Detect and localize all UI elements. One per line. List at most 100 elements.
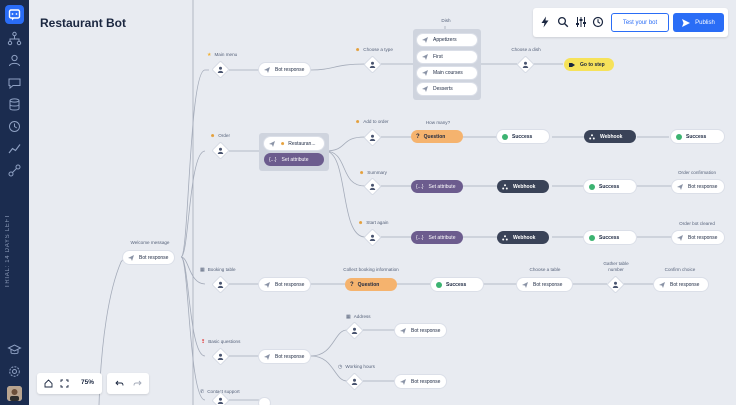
header-main-menu: ★Main menu	[207, 52, 238, 58]
check-icon	[676, 133, 682, 140]
flow-hub-working-hours[interactable]	[345, 372, 364, 391]
user-icon	[217, 353, 224, 360]
flow-canvas[interactable]	[29, 0, 736, 405]
flow-hub-start-again[interactable]	[363, 228, 382, 247]
flow-hub-choose-dish[interactable]	[516, 55, 535, 74]
logo-icon[interactable]	[5, 5, 24, 24]
send-icon	[677, 183, 683, 190]
webhook-icon	[502, 183, 508, 189]
send-icon	[422, 70, 428, 76]
send-icon	[400, 327, 406, 334]
send-icon	[422, 86, 428, 92]
flow-hub-basic-questions[interactable]	[211, 347, 230, 366]
bot-response-order-cleared[interactable]: Bot response	[672, 231, 724, 244]
flow-hub-booking-table[interactable]	[211, 275, 230, 294]
redo-icon[interactable]	[133, 379, 142, 388]
question-icon: ?	[350, 281, 354, 288]
flow-hub-contact-support[interactable]	[211, 391, 230, 405]
integrations-icon[interactable]	[7, 163, 22, 178]
flow-hub-choose-type[interactable]	[363, 55, 382, 74]
analytics-icon[interactable]	[7, 141, 22, 156]
history-icon[interactable]	[7, 119, 22, 134]
set-attribute-order[interactable]: {...}Set attribute	[264, 153, 324, 166]
dish-option-first[interactable]: First	[417, 51, 477, 63]
success-summary[interactable]: Success	[584, 180, 636, 193]
bot-response-welcome[interactable]: Bot response	[123, 251, 175, 264]
flow-icon[interactable]	[7, 31, 22, 46]
question-how-many[interactable]: ?Question	[411, 130, 463, 143]
users-icon[interactable]	[7, 53, 22, 68]
settings-icon[interactable]	[7, 364, 22, 379]
flow-hub-order[interactable]	[211, 141, 230, 160]
set-attribute-start-again[interactable]: {...}Set attribute	[411, 231, 463, 244]
chat-icon[interactable]	[7, 75, 22, 90]
dish-option-main-courses[interactable]: Main courses	[417, 67, 477, 79]
bot-response-confirm-choice[interactable]: Bot response	[654, 278, 708, 291]
send-icon	[264, 281, 270, 288]
dish-option-desserts[interactable]: Desserts	[417, 83, 477, 95]
top-toolbar: Test your bot Publish	[533, 8, 728, 37]
bot-response-choose-table[interactable]: Bot response	[517, 278, 572, 291]
header-choose-type: ☻Choose a type	[355, 47, 393, 53]
bot-response-contact-support[interactable]	[259, 398, 270, 405]
zoom-level[interactable]: 75%	[81, 379, 95, 386]
header-add-to-order: ☻Add to order	[355, 119, 389, 125]
test-bot-button[interactable]: Test your bot	[611, 13, 669, 32]
webhook-start-again[interactable]: Webhook	[497, 231, 549, 244]
lightning-icon[interactable]	[539, 16, 551, 28]
user-icon	[351, 327, 358, 334]
user-icon	[369, 61, 376, 68]
header-contact-support: ✆Contact support	[200, 389, 240, 395]
success-start-again[interactable]: Success	[584, 231, 636, 244]
user-icon	[217, 397, 224, 404]
header-how-many: How many?	[425, 120, 451, 125]
bot-response-restaurant[interactable]: ☻Restauran...	[264, 137, 324, 150]
header-order: ☻Order	[210, 133, 231, 139]
user-icon	[522, 61, 529, 68]
webhook-add-to-order[interactable]: Webhook	[584, 130, 636, 143]
flow-hub-main-menu[interactable]	[211, 60, 230, 79]
home-icon[interactable]	[44, 379, 53, 388]
flow-hub-add-to-order[interactable]	[363, 128, 382, 147]
bot-response-booking[interactable]: Bot response	[259, 278, 311, 291]
header-working-hours: ◷Working hours	[338, 364, 375, 370]
check-icon	[589, 183, 595, 190]
header-welcome-message: Welcome message	[130, 240, 170, 245]
send-icon	[659, 281, 665, 288]
success-webhook[interactable]: Success	[671, 130, 724, 143]
header-gather-table-number: Gather table number	[603, 261, 629, 272]
publish-button[interactable]: Publish	[673, 13, 724, 32]
bot-response-basic-questions[interactable]: Bot response	[259, 350, 311, 363]
flow-hub-gather-table-number[interactable]	[606, 275, 625, 294]
sliders-icon[interactable]	[575, 16, 587, 28]
avatar[interactable]	[7, 386, 22, 401]
search-icon[interactable]	[557, 16, 569, 28]
history-icon[interactable]	[592, 16, 604, 28]
academy-icon[interactable]	[7, 342, 22, 357]
undo-icon[interactable]	[115, 379, 124, 388]
set-attribute-summary[interactable]: {...}Set attribute	[411, 180, 463, 193]
flow-hub-summary[interactable]	[363, 177, 382, 196]
check-icon	[502, 133, 508, 140]
success-add-to-order[interactable]: Success	[497, 130, 549, 143]
history-controls	[107, 373, 149, 394]
user-icon	[217, 66, 224, 73]
go-to-step-node[interactable]: Go to step	[564, 58, 614, 71]
database-icon[interactable]	[7, 97, 22, 112]
user-icon	[369, 134, 376, 141]
success-booking[interactable]: Success	[431, 278, 483, 291]
webhook-summary[interactable]: Webhook	[497, 180, 549, 193]
dish-option-appetizers[interactable]: Appetizers	[417, 34, 477, 46]
question-booking[interactable]: ?Question	[345, 278, 397, 291]
bot-response-address[interactable]: Bot response	[395, 324, 447, 337]
user-icon	[217, 147, 224, 154]
bot-response-order-confirmation[interactable]: Bot response	[672, 180, 724, 193]
check-icon	[589, 234, 595, 241]
bot-response-main-menu[interactable]: Bot response	[259, 63, 311, 76]
flow-hub-address[interactable]	[345, 321, 364, 340]
goto-icon	[569, 62, 575, 67]
fit-screen-icon[interactable]	[60, 379, 69, 388]
flow-connectors	[98, 0, 672, 405]
send-icon	[400, 378, 406, 385]
bot-response-working-hours[interactable]: Bot response	[395, 375, 447, 388]
